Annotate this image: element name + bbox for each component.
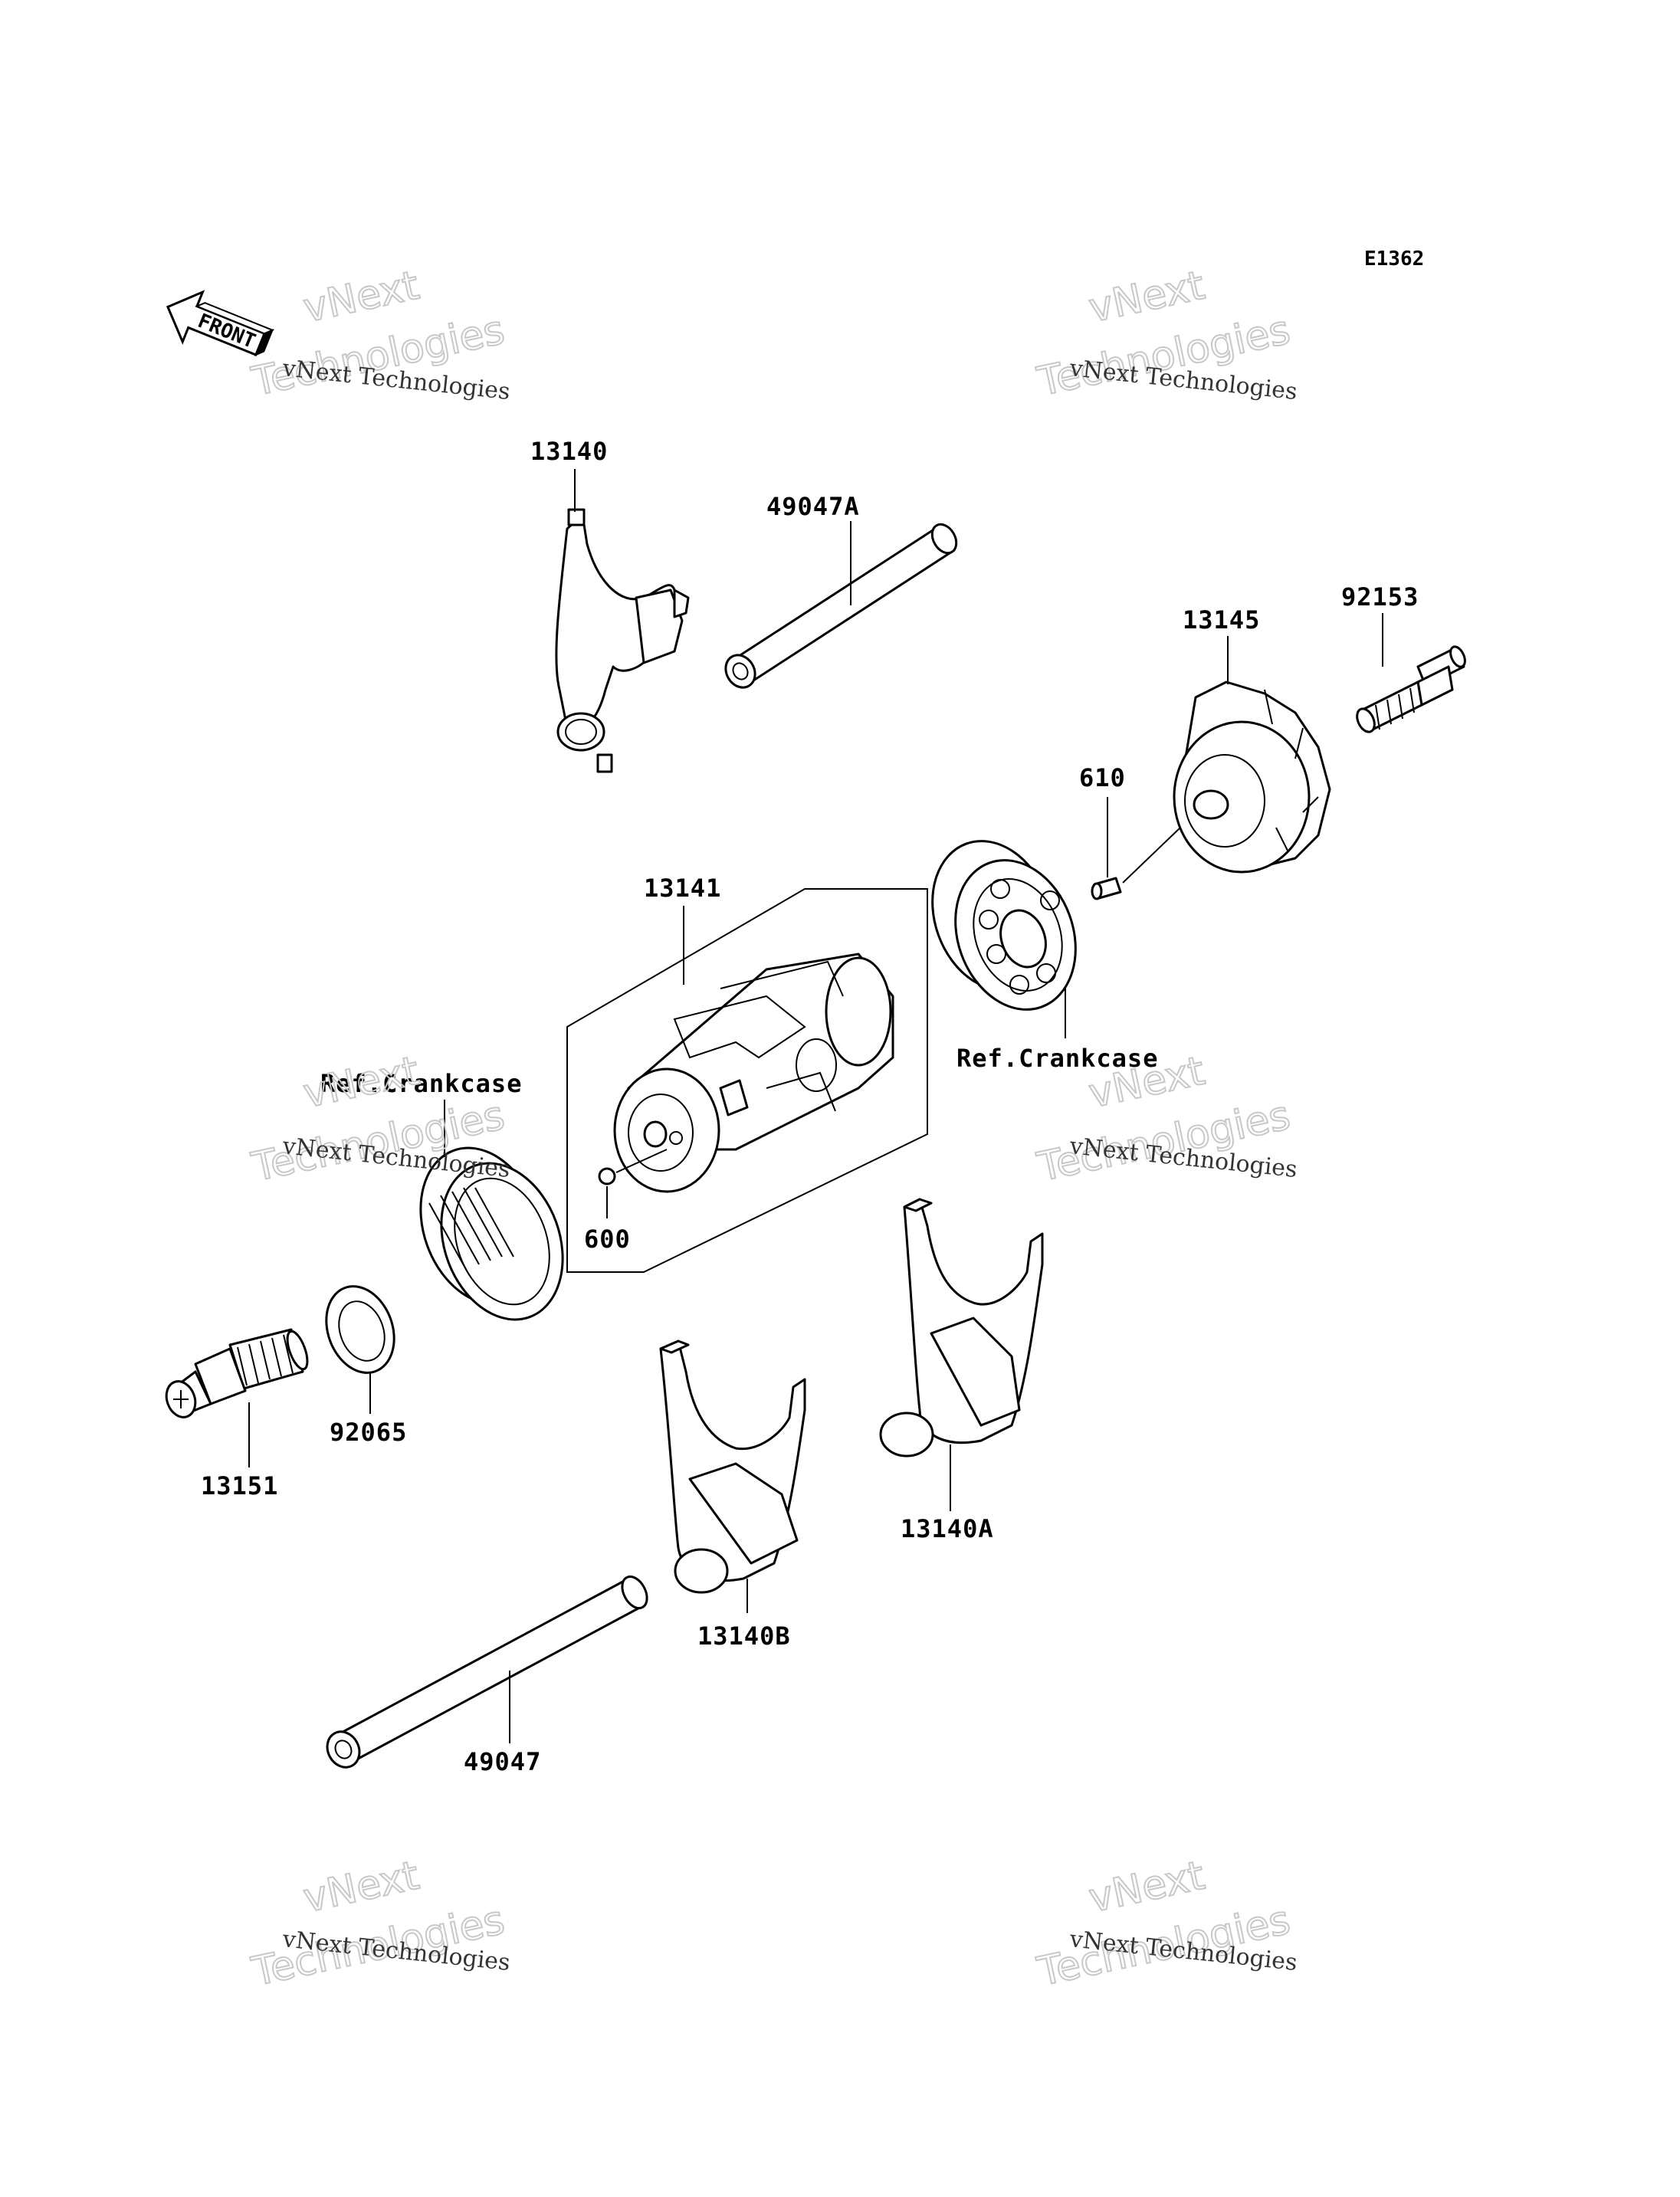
drum-13141-bracket [566,888,928,1273]
front-arrow-icon: FRONT [166,290,275,357]
label-13151: 13151 [201,1471,278,1500]
label-ref-crankcase-left: Ref.Crankcase [320,1069,522,1098]
label-610: 610 [1079,763,1126,792]
svg-text:vNext: vNext [1085,263,1209,332]
svg-text:vNext: vNext [300,1853,423,1922]
diagram-code: E1362 [1364,248,1424,271]
svg-text:vNext: vNext [300,1048,423,1117]
pin-610 [1091,877,1122,900]
ball-600 [598,1167,616,1185]
label-13140: 13140 [530,437,608,466]
label-92153: 92153 [1341,582,1419,612]
label-92065: 92065 [330,1418,407,1447]
washer-92065 [325,1285,395,1374]
label-ref-crankcase-right: Ref.Crankcase [956,1044,1158,1073]
shift-drum-13141 [613,953,894,1193]
shaft-49047A [724,523,958,689]
label-13141: 13141 [644,874,721,903]
label-49047A: 49047A [766,492,860,521]
shift-drum-cam-13145 [1173,680,1331,874]
needle-bearing-ref-crankcase-left [419,1146,564,1321]
svg-text:vNext: vNext [1085,1853,1209,1922]
label-49047: 49047 [464,1747,541,1776]
bolt-92153 [1356,645,1466,733]
label-13140B: 13140B [697,1622,791,1651]
svg-text:vNext: vNext [300,263,423,332]
shaft-49047 [326,1575,648,1769]
shift-fork-13140 [555,508,690,773]
label-600: 600 [584,1225,631,1254]
neutral-switch-13151 [165,1328,309,1418]
label-13140A: 13140A [901,1514,994,1543]
shift-fork-13140A [879,1198,1044,1458]
label-13145: 13145 [1183,605,1260,635]
bearing-ref-crankcase-right [931,840,1077,1011]
shift-fork-13140B [659,1340,806,1594]
